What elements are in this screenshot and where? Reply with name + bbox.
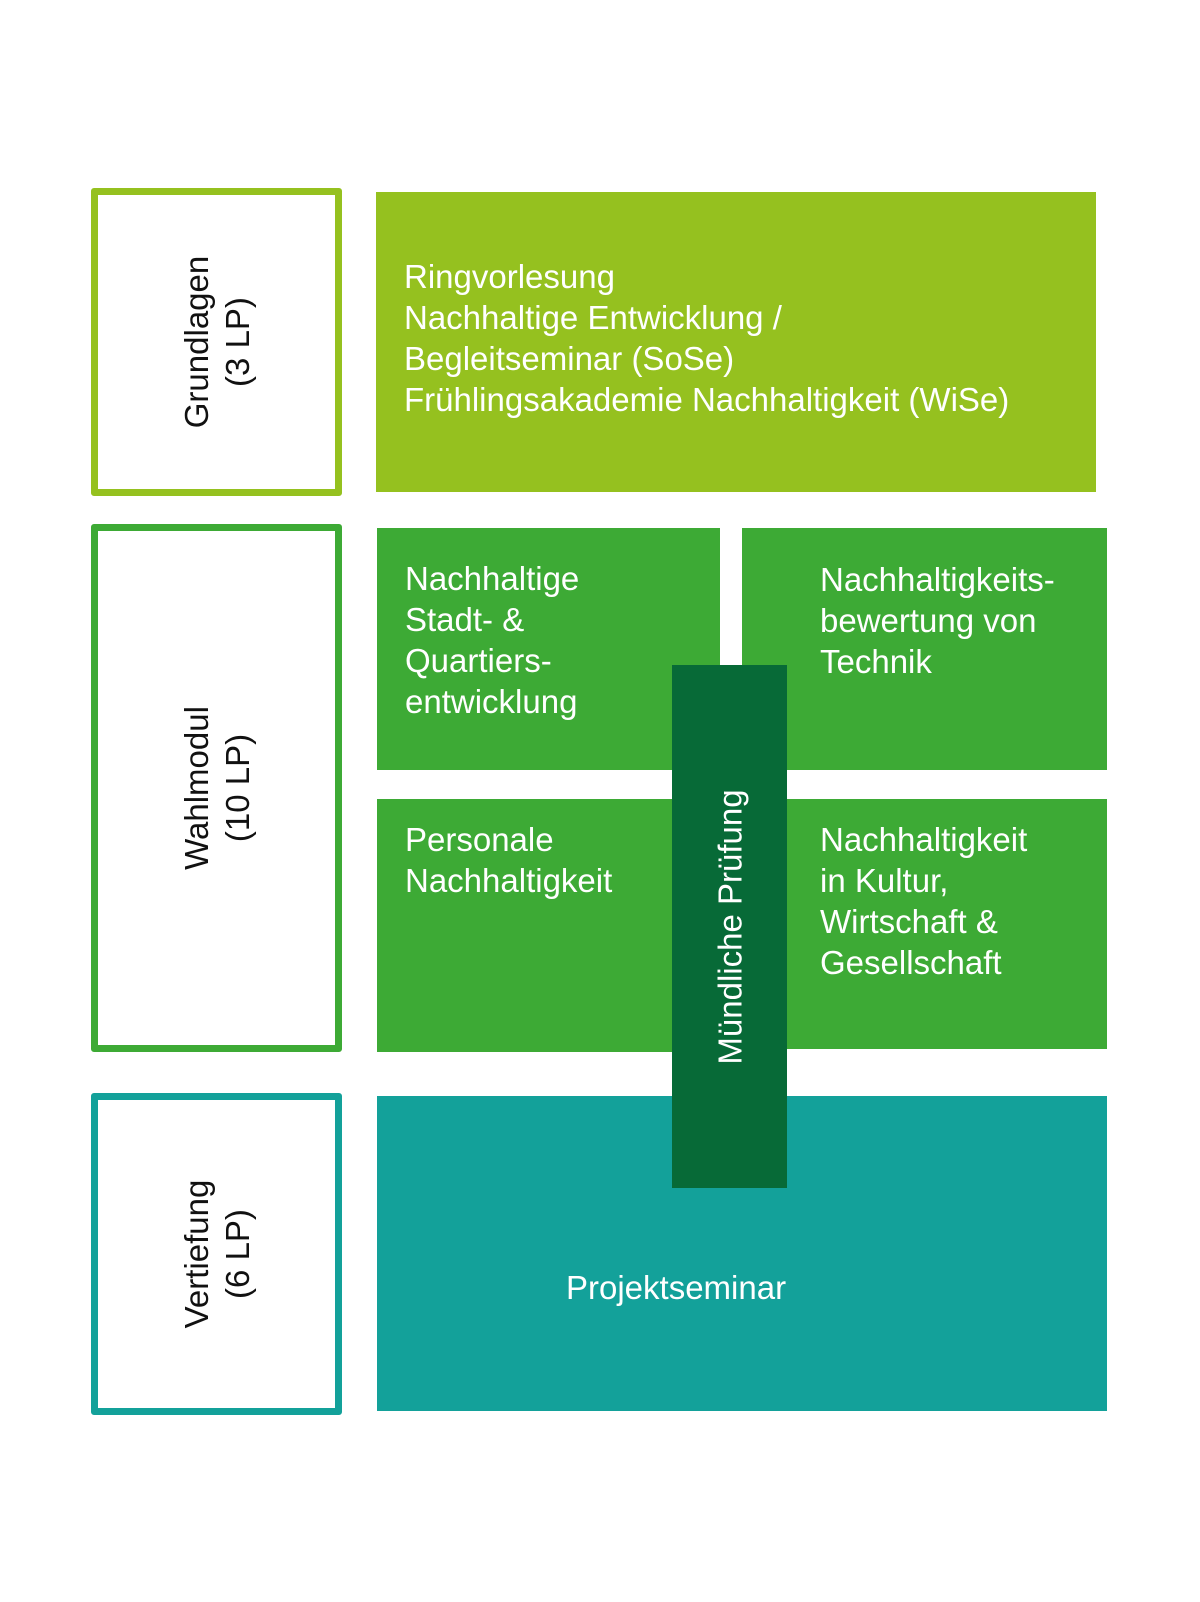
- wahlmodul-title: Wahlmodul: [177, 706, 215, 870]
- block-line: Nachhaltigkeit: [405, 862, 613, 899]
- pruefung-bar: Mündliche Prüfung: [672, 665, 787, 1188]
- block-line: bewertung von: [820, 602, 1037, 639]
- wahlmodul-label-box: Wahlmodul (10 LP): [91, 524, 342, 1052]
- block-line: Wirtschaft &: [820, 903, 998, 940]
- block-line: Begleitseminar (SoSe): [404, 340, 735, 377]
- wahlmodul-credits: (10 LP): [218, 733, 256, 843]
- block-line: Technik: [820, 643, 932, 680]
- projektseminar-label: Projektseminar: [566, 1269, 787, 1306]
- grundlagen-label-box: Grundlagen (3 LP): [91, 188, 342, 496]
- block-line: Frühlingsakademie Nachhaltigkeit (WiSe): [404, 381, 1010, 418]
- wahlmodul-block-technik: Nachhaltigkeits- bewertung von Technik: [742, 528, 1107, 770]
- block-line: Ringvorlesung: [404, 258, 615, 295]
- block-line: Personale: [405, 821, 554, 858]
- wahlmodul-block-stadt: Nachhaltige Stadt- & Quartiers- entwickl…: [377, 528, 720, 770]
- block-line: Nachhaltige: [405, 560, 580, 597]
- block-line: Gesellschaft: [820, 944, 1002, 981]
- grundlagen-title: Grundlagen: [177, 255, 215, 429]
- block-line: entwicklung: [405, 683, 578, 720]
- wahlmodul-label: Wahlmodul (10 LP): [176, 706, 258, 870]
- block-line: Nachhaltigkeits-: [820, 561, 1055, 598]
- grundlagen-block: Ringvorlesung Nachhaltige Entwicklung / …: [376, 192, 1096, 492]
- grundlagen-label: Grundlagen (3 LP): [176, 256, 258, 428]
- block-line: Nachhaltigkeit: [820, 821, 1028, 858]
- wahlmodul-block-kultur: Nachhaltigkeit in Kultur, Wirtschaft & G…: [742, 799, 1107, 1049]
- block-line: Nachhaltige Entwicklung /: [404, 299, 782, 336]
- vertiefung-credits: (6 LP): [218, 1209, 256, 1299]
- wahlmodul-block-personal: Personale Nachhaltigkeit: [377, 799, 720, 1052]
- pruefung-label: Mündliche Prüfung: [711, 788, 748, 1065]
- vertiefung-label-box: Vertiefung (6 LP): [91, 1093, 342, 1415]
- block-line: Quartiers-: [405, 642, 552, 679]
- vertiefung-label: Vertiefung (6 LP): [176, 1180, 258, 1329]
- block-line: in Kultur,: [820, 862, 949, 899]
- grundlagen-credits: (3 LP): [218, 297, 256, 387]
- vertiefung-title: Vertiefung: [177, 1179, 215, 1329]
- block-line: Stadt- &: [405, 601, 525, 638]
